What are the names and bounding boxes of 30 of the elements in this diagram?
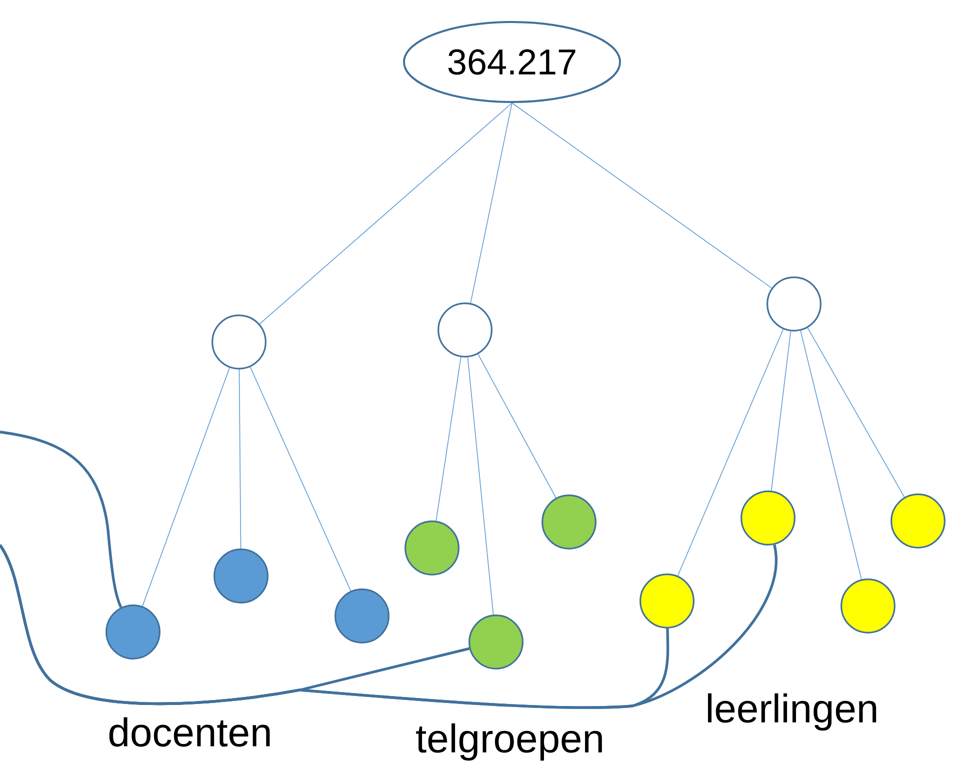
tree-line	[470, 102, 512, 304]
tree-line	[512, 102, 772, 288]
tree-line	[800, 330, 862, 580]
circle	[766, 276, 822, 332]
tree-line	[436, 356, 462, 522]
circle	[214, 548, 268, 604]
circle	[334, 588, 390, 644]
tree-line	[807, 327, 905, 498]
circle	[106, 604, 160, 660]
circle	[890, 494, 946, 548]
tree-line	[259, 102, 512, 324]
circle	[640, 574, 694, 628]
tree-line	[677, 328, 784, 576]
group-label: docenten	[109, 717, 270, 747]
circle	[212, 314, 266, 370]
connector-line	[0, 430, 122, 608]
circle	[840, 578, 896, 634]
circle	[468, 614, 524, 670]
circle	[542, 494, 596, 550]
tree-line	[142, 367, 230, 607]
tree-line	[250, 366, 352, 592]
tree-line	[770, 330, 792, 492]
circle	[740, 490, 796, 546]
group-label: leerlingen	[708, 693, 876, 731]
tree-line	[238, 369, 242, 549]
group-label: telgroepen	[416, 723, 602, 761]
circle	[438, 302, 492, 358]
circle	[404, 520, 460, 576]
tree-line	[467, 356, 494, 616]
tree-line	[478, 354, 556, 498]
